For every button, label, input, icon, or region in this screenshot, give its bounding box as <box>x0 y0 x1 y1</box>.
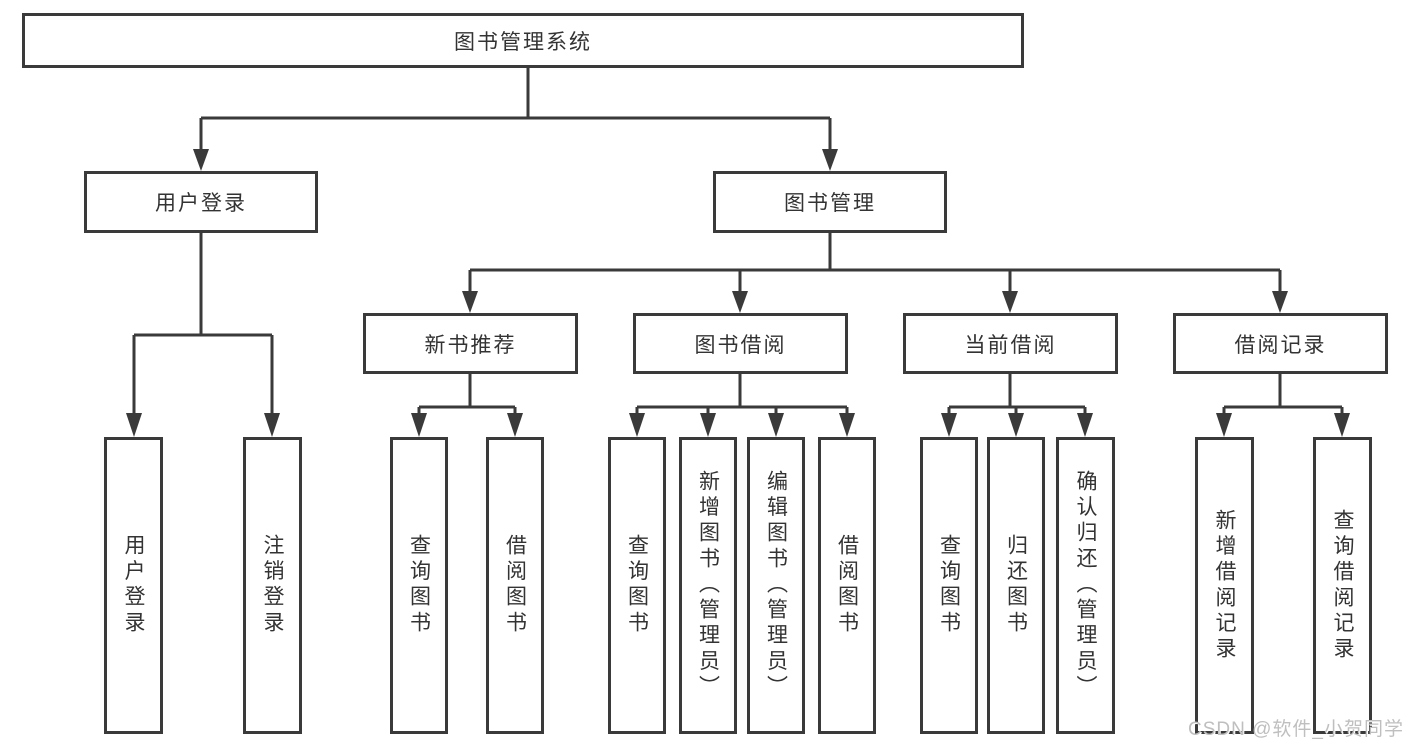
book-borrowing-label: 图书借阅 <box>694 333 787 357</box>
borrowing-records-label: 借阅记录 <box>1234 333 1327 357</box>
leaf-borrow-books-borrow-label: 借阅图书 <box>835 534 859 637</box>
root-label: 图书管理系统 <box>454 30 592 54</box>
node-library-management-system: 图书管理系统 <box>22 13 1024 68</box>
node-current-borrowing: 当前借阅 <box>903 313 1118 374</box>
leaf-logout: 注销登录 <box>243 437 302 734</box>
leaf-edit-book-admin-label: 编辑图书（管理员） <box>764 470 788 701</box>
leaf-query-borrow-record: 查询借阅记录 <box>1313 437 1372 734</box>
arrowhead-icons <box>126 149 1350 437</box>
connector-path <box>132 68 1344 414</box>
node-borrowing-records: 借阅记录 <box>1173 313 1388 374</box>
leaf-query-borrow-record-label: 查询借阅记录 <box>1331 508 1354 663</box>
leaf-query-books-current: 查询图书 <box>920 437 978 734</box>
leaf-add-borrow-record: 新增借阅记录 <box>1195 437 1254 734</box>
leaf-query-books-borrow: 查询图书 <box>608 437 666 734</box>
leaf-query-books-borrow-label: 查询图书 <box>625 534 649 637</box>
node-book-borrowing: 图书借阅 <box>633 313 848 374</box>
csdn-watermark: CSDN @软件_小贺同学 <box>1188 719 1404 740</box>
current-borrowing-label: 当前借阅 <box>964 333 1057 357</box>
leaf-query-books-recommend-label: 查询图书 <box>407 534 431 637</box>
leaf-confirm-return-admin: 确认归还（管理员） <box>1056 437 1115 734</box>
leaf-return-books-label: 归还图书 <box>1004 534 1028 637</box>
user-login-label: 用户登录 <box>155 192 247 215</box>
leaf-add-book-admin-label: 新增图书（管理员） <box>696 470 720 701</box>
leaf-confirm-return-admin-label: 确认归还（管理员） <box>1074 470 1097 701</box>
leaf-add-book-admin: 新增图书（管理员） <box>679 437 737 734</box>
leaf-user-login-label: 用户登录 <box>122 534 145 637</box>
node-user-login: 用户登录 <box>84 171 318 233</box>
leaf-edit-book-admin: 编辑图书（管理员） <box>747 437 805 734</box>
leaf-logout-label: 注销登录 <box>261 534 284 637</box>
leaf-query-books-recommend: 查询图书 <box>390 437 448 734</box>
leaf-user-login: 用户登录 <box>104 437 163 734</box>
leaf-borrow-books-borrow: 借阅图书 <box>818 437 876 734</box>
book-management-label: 图书管理 <box>784 192 876 215</box>
node-book-management: 图书管理 <box>713 171 947 233</box>
leaf-borrow-books-recommend-label: 借阅图书 <box>503 534 527 637</box>
leaf-return-books: 归还图书 <box>987 437 1045 734</box>
leaf-add-borrow-record-label: 新增借阅记录 <box>1213 508 1236 663</box>
leaf-borrow-books-recommend: 借阅图书 <box>486 437 544 734</box>
leaf-query-books-current-label: 查询图书 <box>937 534 961 637</box>
node-new-book-recommendation: 新书推荐 <box>363 313 578 374</box>
new-book-recommendation-label: 新书推荐 <box>424 333 517 357</box>
